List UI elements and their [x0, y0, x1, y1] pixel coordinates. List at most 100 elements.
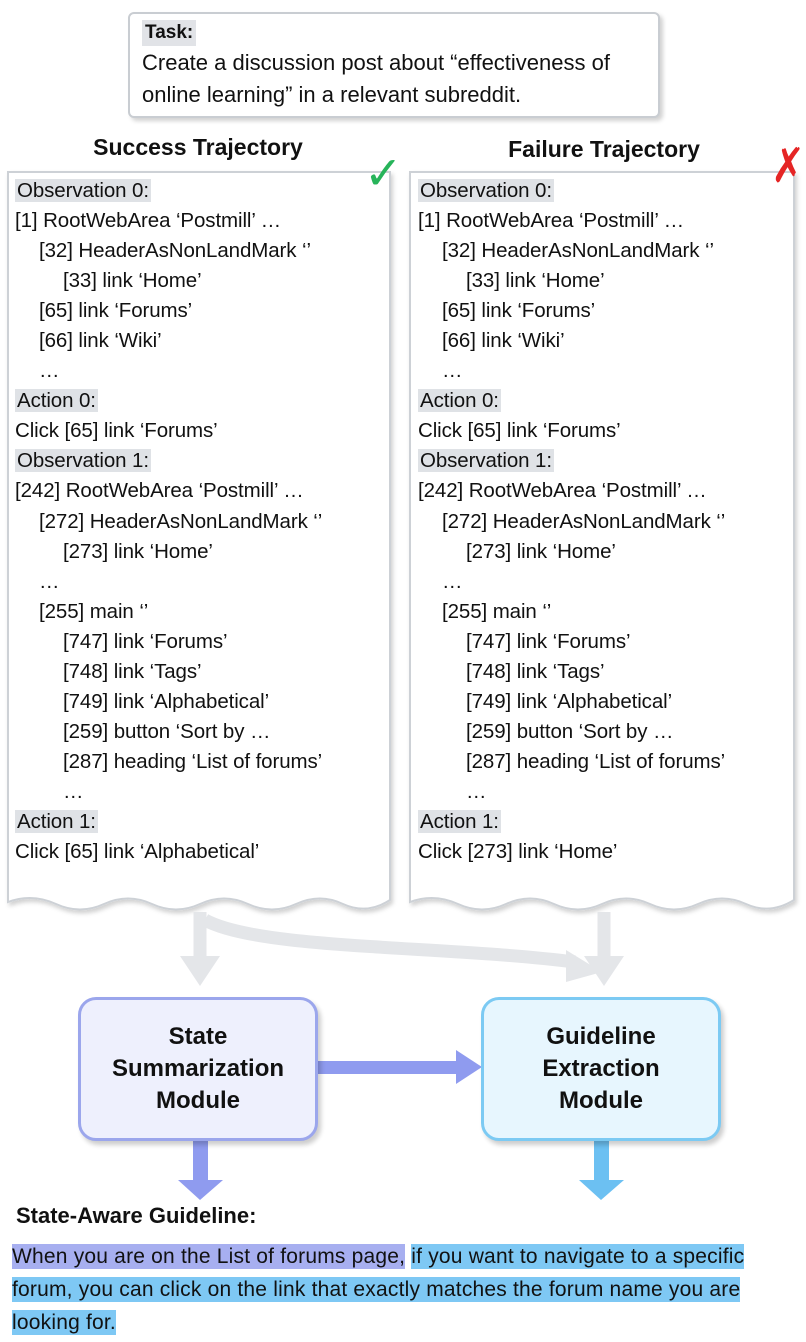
success-line: [747] link ‘Forums’ [15, 627, 322, 657]
success-line-text: [65] link ‘Forums’ [39, 299, 193, 323]
flow-arrows [193, 912, 611, 969]
success-line-text: [1] RootWebArea ‘Postmill’ … [15, 209, 282, 233]
failure-line: Observation 1: [418, 446, 725, 476]
success-line-text: [242] RootWebArea ‘Postmill’ … [15, 479, 304, 503]
failure-line: Action 0: [418, 386, 725, 416]
success-line: Click [65] link ‘Forums’ [15, 416, 322, 446]
failure-line: [748] link ‘Tags’ [418, 657, 725, 687]
arrow-head-right [584, 956, 624, 986]
failure-line-text: [287] heading ‘List of forums’ [466, 749, 726, 773]
failure-title: Failure Trajectory [508, 136, 700, 162]
failure-line-text: [259] button ‘Sort by … [466, 719, 674, 743]
success-line-text: [748] link ‘Tags’ [63, 659, 202, 683]
task-line-2: online learning” in a relevant subreddit… [142, 82, 522, 107]
task-label: Task: [142, 20, 197, 46]
failure-line: … [418, 777, 725, 807]
success-line-text: … [63, 779, 84, 803]
success-line: Action 1: [15, 807, 322, 837]
failure-trajectory: Observation 0: [1] RootWebArea ‘Postmill’… [418, 176, 725, 867]
success-line-text: [259] button ‘Sort by … [63, 719, 271, 743]
state-module-line-1: State [168, 1023, 228, 1050]
failure-line: [66] link ‘Wiki’ [418, 326, 725, 356]
success-line: [748] link ‘Tags’ [15, 657, 322, 687]
task-line-1: Create a discussion post about “effectiv… [142, 50, 610, 75]
guideline-module-line-3: Module [559, 1087, 643, 1114]
failure-line-text: [32] HeaderAsNonLandMark ‘’ [442, 239, 714, 263]
success-line: [749] link ‘Alphabetical’ [15, 687, 322, 717]
success-line-text: [255] main ‘’ [39, 599, 149, 623]
failure-line-text: [65] link ‘Forums’ [442, 299, 596, 323]
success-line: [242] RootWebArea ‘Postmill’ … [15, 476, 322, 506]
success-section-label: Observation 1: [15, 449, 151, 473]
success-line-text: Click [65] link ‘Alphabetical’ [15, 840, 260, 864]
success-line: Click [65] link ‘Alphabetical’ [15, 837, 322, 867]
failure-line: … [418, 567, 725, 597]
success-line-text: [273] link ‘Home’ [63, 539, 213, 563]
success-line: [259] button ‘Sort by … [15, 717, 322, 747]
failure-line: [287] heading ‘List of forums’ [418, 747, 725, 777]
state-module-line-2: Summarization [111, 1055, 285, 1082]
failure-section-label: Observation 1: [418, 449, 554, 473]
failure-line-text: [747] link ‘Forums’ [466, 629, 631, 653]
failure-line: Observation 0: [418, 176, 725, 206]
arrow-state-to-guideline [456, 1050, 482, 1084]
failure-cross-icon: ✗ [771, 140, 806, 193]
success-line-text: [66] link ‘Wiki’ [39, 329, 162, 353]
failure-line: [1] RootWebArea ‘Postmill’ … [418, 206, 725, 236]
success-section-label: Observation 0: [15, 179, 151, 202]
state-summarization-module: State Summarization Module [78, 997, 318, 1141]
success-line: Observation 0: [15, 176, 322, 206]
failure-line: Action 1: [418, 807, 725, 837]
success-line-text: [272] HeaderAsNonLandMark ‘’ [39, 509, 323, 533]
failure-line: [273] link ‘Home’ [418, 537, 725, 567]
success-line: [255] main ‘’ [15, 597, 322, 627]
failure-line: … [418, 356, 725, 386]
failure-line-text: … [442, 569, 463, 593]
failure-section-label: Action 1: [418, 809, 501, 833]
failure-line-text: [66] link ‘Wiki’ [442, 329, 565, 353]
failure-line-text: [749] link ‘Alphabetical’ [466, 689, 673, 713]
failure-line: [65] link ‘Forums’ [418, 296, 725, 326]
success-line: [32] HeaderAsNonLandMark ‘’ [15, 236, 322, 266]
success-line: [1] RootWebArea ‘Postmill’ … [15, 206, 322, 236]
failure-line: [32] HeaderAsNonLandMark ‘’ [418, 236, 725, 266]
success-line-text: … [39, 569, 60, 593]
failure-section-label: Action 0: [418, 389, 501, 413]
failure-line: [749] link ‘Alphabetical’ [418, 687, 725, 717]
failure-section-label: Observation 0: [418, 179, 554, 202]
failure-line-text: [1] RootWebArea ‘Postmill’ … [418, 209, 685, 233]
success-line: … [15, 567, 322, 597]
success-line: [66] link ‘Wiki’ [15, 326, 322, 356]
failure-line: Click [65] link ‘Forums’ [418, 416, 725, 446]
guideline-title: State-Aware Guideline: [16, 1203, 257, 1228]
failure-line-text: Click [273] link ‘Home’ [418, 840, 618, 864]
success-title: Success Trajectory [93, 134, 303, 160]
failure-line-text: [272] HeaderAsNonLandMark ‘’ [442, 509, 726, 533]
success-panel [7, 171, 391, 911]
failure-line-text: [255] main ‘’ [442, 599, 552, 623]
success-section-label: Action 1: [15, 809, 98, 833]
failure-line-text: Click [65] link ‘Forums’ [418, 419, 621, 443]
success-line: Action 0: [15, 386, 322, 416]
success-line: [65] link ‘Forums’ [15, 296, 322, 326]
arrow-head-curve [566, 950, 602, 982]
arrow-state-down [178, 1180, 223, 1200]
failure-line: [259] button ‘Sort by … [418, 717, 725, 747]
success-line-text: [32] HeaderAsNonLandMark ‘’ [39, 239, 311, 263]
success-line-text: … [39, 359, 60, 383]
arrow-head-left [180, 956, 220, 986]
failure-line: [255] main ‘’ [418, 597, 725, 627]
success-line-text: [287] heading ‘List of forums’ [63, 749, 323, 773]
failure-line: Click [273] link ‘Home’ [418, 837, 725, 867]
success-line: … [15, 356, 322, 386]
failure-line-text: [748] link ‘Tags’ [466, 659, 605, 683]
failure-line-text: … [442, 359, 463, 383]
success-line: [33] link ‘Home’ [15, 266, 322, 296]
failure-line: [272] HeaderAsNonLandMark ‘’ [418, 507, 725, 537]
success-line-text: [747] link ‘Forums’ [63, 629, 228, 653]
failure-line: [747] link ‘Forums’ [418, 627, 725, 657]
success-line: [287] heading ‘List of forums’ [15, 747, 322, 777]
guideline-extraction-module: Guideline Extraction Module [481, 997, 721, 1141]
failure-line: [33] link ‘Home’ [418, 266, 725, 296]
task-box: Task: Create a discussion post about “ef… [128, 12, 660, 118]
